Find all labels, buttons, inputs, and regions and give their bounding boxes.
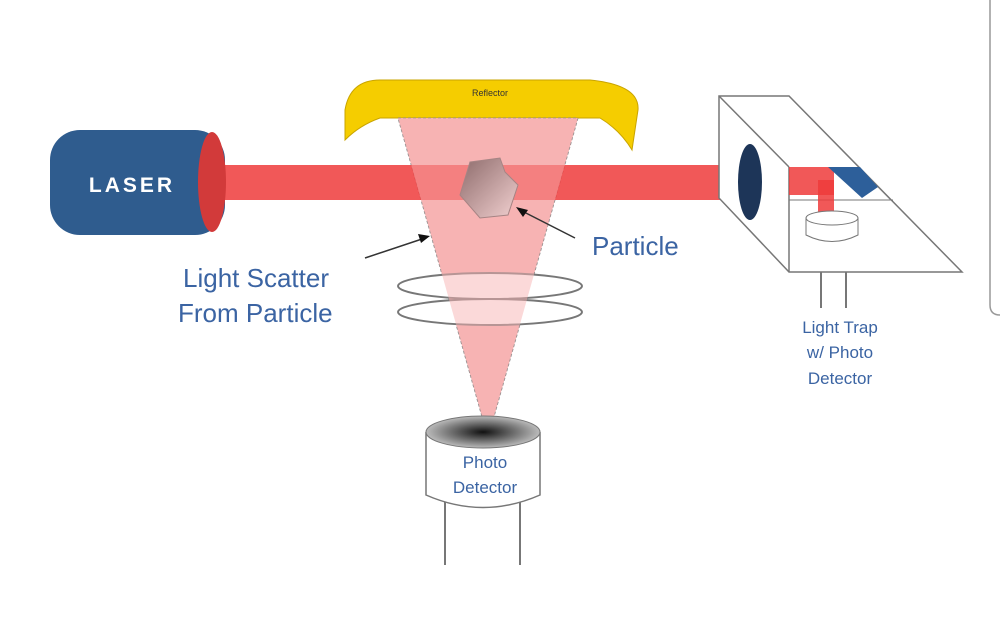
reflector-label: Reflector: [472, 88, 508, 98]
laser-aperture: [198, 132, 226, 232]
laser-body: [50, 130, 225, 235]
detector-label-1: Photo: [463, 453, 507, 472]
trap-label-3: Detector: [808, 369, 873, 388]
trap-mirror: [828, 167, 878, 198]
photo-detector: [425, 432, 541, 509]
light-trap: [718, 95, 964, 308]
trap-aperture: [738, 144, 762, 220]
trap-label-2: w/ Photo: [806, 343, 873, 362]
scatter-cone-overlay: [398, 118, 578, 438]
laser-label: LASER: [89, 174, 175, 197]
particle-arrow: [519, 209, 576, 239]
detector-label-2: Detector: [453, 478, 518, 497]
trap-label-1: Light Trap: [802, 318, 878, 337]
scatter-arrow: [364, 237, 426, 259]
particle-label: Particle: [592, 231, 679, 261]
particle-arrowhead: [516, 207, 528, 217]
scatter-arrowhead: [418, 234, 430, 243]
scatter-label-2: From Particle: [178, 298, 333, 328]
scatter-label-1: Light Scatter: [183, 263, 329, 293]
reflector: [344, 79, 639, 152]
detector-window: [425, 415, 541, 449]
card-edge: [989, 0, 1000, 316]
